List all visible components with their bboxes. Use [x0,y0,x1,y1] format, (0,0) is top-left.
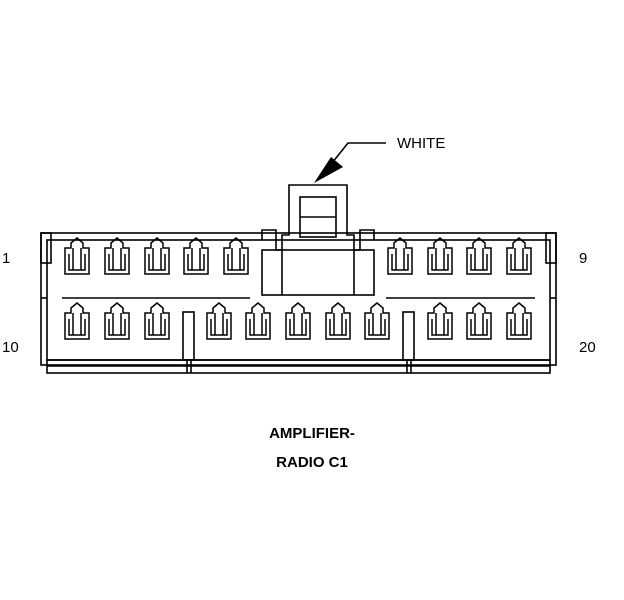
connector-housing [40,232,557,366]
left-side-tab [40,232,52,264]
right-side-tab [545,232,557,264]
terminal-cavity-1 [64,237,90,275]
terminal-cavity-20 [506,302,532,340]
terminal-cavity-2 [104,237,130,275]
terminal-cavity-15 [285,302,311,340]
terminal-cavity-3 [144,237,170,275]
cavity-group [64,237,532,340]
terminal-cavity-7 [427,237,453,275]
terminal-cavity-17 [364,302,390,340]
terminal-cavity-19 [466,302,492,340]
callout-arrowhead [314,157,343,183]
terminal-cavity-9 [506,237,532,275]
terminal-cavity-16 [325,302,351,340]
pin-label-10: 10 [2,339,19,356]
terminal-cavity-12 [144,302,170,340]
terminal-cavity-11 [104,302,130,340]
pin-label-20: 20 [579,339,596,356]
pin-label-9: 9 [579,250,588,267]
terminal-cavity-5 [223,237,249,275]
connector-caption-line1: AMPLIFIER- [269,425,355,442]
connector-caption-line2: RADIO C1 [276,454,348,471]
terminal-cavity-14 [245,302,271,340]
terminal-cavity-18 [427,302,453,340]
pin-label-1: 1 [2,250,11,267]
terminal-cavity-10 [64,302,90,340]
terminal-cavity-4 [183,237,209,275]
terminal-cavity-8 [466,237,492,275]
wire-color-callout: WHITE [397,135,446,152]
keying-post-right [402,311,415,361]
terminal-cavity-13 [206,302,232,340]
keying-post-left [182,311,195,361]
locking-tower [261,184,375,251]
locking-latch-slot [261,249,375,296]
terminal-cavity-6 [387,237,413,275]
